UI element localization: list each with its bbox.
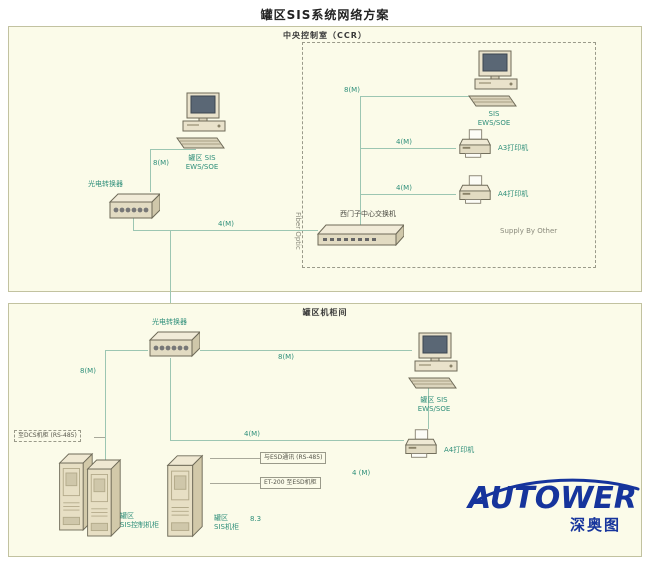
fiber-optic-label: Fiber Optic (294, 212, 302, 250)
optical-converter-label-ccr: 光电转换器 (88, 180, 123, 188)
ccr-region: 中央控制室（CCR） (8, 26, 642, 292)
wire-converter-to-printer-h (170, 440, 404, 441)
misc-note: 8.3 (250, 515, 262, 523)
sis-cabinet-icon-b (84, 456, 122, 540)
a4-printer-label-ccr: A4打印机 (498, 190, 529, 198)
wire-bus-to-sis-ws (360, 96, 472, 97)
sis-control-cabinet-label: 罐区 SIS控制机柜 (120, 512, 159, 530)
wire-esd-note1 (210, 458, 260, 459)
optical-converter-icon-cabinet-room (148, 330, 200, 358)
wire-converter-to-switch (133, 230, 318, 231)
wire-fiber-link (170, 230, 171, 332)
logo-brand-text: AUTOWER (468, 481, 637, 516)
supply-by-other-note: Supply By Other (500, 227, 558, 235)
siemens-central-switch-icon (312, 222, 404, 246)
a4-printer-icon-cabinet-room (402, 428, 440, 460)
siemens-central-switch-label: 西门子中心交换机 (340, 210, 396, 218)
link-label-switch-ws: 8(M) (344, 86, 360, 94)
link-label-converter-ws: 8(M) (278, 353, 294, 361)
a4-printer-label-cabinet-room: A4打印机 (444, 446, 475, 454)
autower-logo: AUTOWER 深奥图 (466, 476, 644, 540)
link-label-ws-converter: 8(M) (153, 159, 169, 167)
ccr-region-label: 中央控制室（CCR） (283, 31, 367, 40)
wire-converter-to-ws (200, 350, 412, 351)
wire-converter-to-cabinet-v (105, 350, 106, 460)
wire-ws-to-printer (428, 388, 429, 429)
wire-converter-to-cabinet-h (105, 350, 148, 351)
wire-esd-note2 (210, 483, 260, 484)
link-label-switch-a4: 4(M) (396, 184, 412, 192)
wire-dcs-note (94, 437, 105, 438)
link-label-converter-cabinet: 8(M) (80, 367, 96, 375)
wire-converter-to-printer-v (170, 358, 171, 440)
sis-cabinet-label: 罐区 SIS机柜 (214, 514, 239, 532)
wire-ws-to-converter-drop (150, 149, 151, 192)
tank-sis-workstation-label-cabinet-room: 罐区 SIS EWS/SOE (417, 396, 451, 414)
a3-printer-label: A3打印机 (498, 144, 529, 152)
link-label-cabinet-note: 4 (M) (352, 469, 371, 477)
logo-swoosh-icon (468, 478, 640, 507)
link-label-converter-switch: 4(M) (218, 220, 234, 228)
dcs-interface-note: 至DCS机柜 (RS-485) (14, 430, 81, 442)
supply-by-other-boundary (302, 42, 596, 268)
wire-switch-bus (360, 96, 361, 225)
tank-sis-workstation-icon-cabinet-room (402, 332, 466, 390)
cabinet-room-region-label: 罐区机柜间 (302, 308, 348, 317)
optical-converter-icon-ccr (108, 192, 160, 220)
wire-bus-to-a3 (360, 148, 456, 149)
link-label-switch-a3: 4(M) (396, 138, 412, 146)
logo-cn-text: 深奥图 (570, 516, 622, 534)
diagram-title: 罐区SIS系统网络方案 (260, 8, 390, 22)
tank-sis-workstation-label: 罐区 SIS EWS/SOE (185, 154, 219, 172)
esd-comm-note: 与ESD通讯 (RS-485) (260, 452, 327, 464)
a4-printer-icon-ccr (456, 174, 494, 206)
a3-printer-icon (456, 128, 494, 160)
tank-sis-workstation-icon (170, 92, 234, 150)
wire-ws-to-converter (150, 149, 196, 150)
wire-converter-drop (133, 218, 134, 230)
wire-bus-to-a4 (360, 194, 456, 195)
sis-workstation-label: SIS EWS/SOE (477, 110, 511, 128)
link-label-converter-printer: 4(M) (244, 430, 260, 438)
optical-converter-label-cabinet-room: 光电转换器 (152, 318, 187, 326)
sis-workstation-icon (462, 50, 526, 108)
sis-cabinet-icon-c (158, 452, 210, 540)
et200-note: ET-200 至ESD机柜 (260, 477, 321, 489)
